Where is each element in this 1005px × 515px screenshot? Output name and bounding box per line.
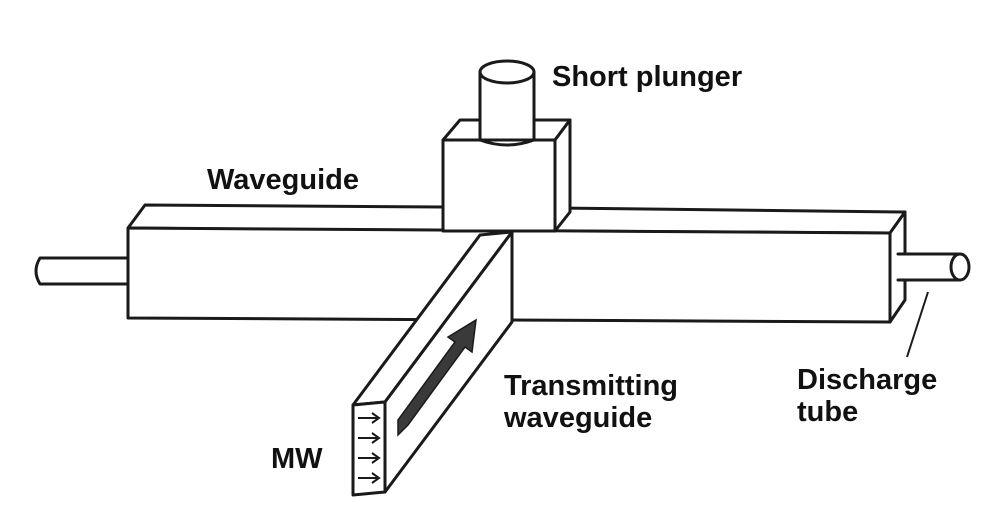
discharge-tube-label-line2: tube — [797, 396, 859, 428]
mw-input-arrows-icon — [358, 412, 381, 484]
plunger-stub — [441, 118, 572, 233]
transmitting-waveguide-label-line2: waveguide — [504, 402, 653, 434]
mw-label: MW — [271, 443, 323, 475]
power-flow-arrow — [397, 318, 477, 437]
discharge-tube-label: Discharge tube — [797, 364, 937, 428]
transmitting-waveguide-label-line1: Transmitting — [504, 370, 679, 402]
discharge-tube-label-line1: Discharge — [797, 364, 938, 396]
waveguide-label: Waveguide — [207, 164, 360, 196]
discharge-tube-leader-line — [906, 291, 929, 358]
transmitting-waveguide-label: Transmitting waveguide — [504, 370, 678, 434]
short-plunger — [478, 59, 536, 147]
discharge-tube-right — [896, 252, 971, 282]
discharge-tube-left — [34, 256, 130, 286]
short-plunger-label: Short plunger — [552, 61, 743, 93]
